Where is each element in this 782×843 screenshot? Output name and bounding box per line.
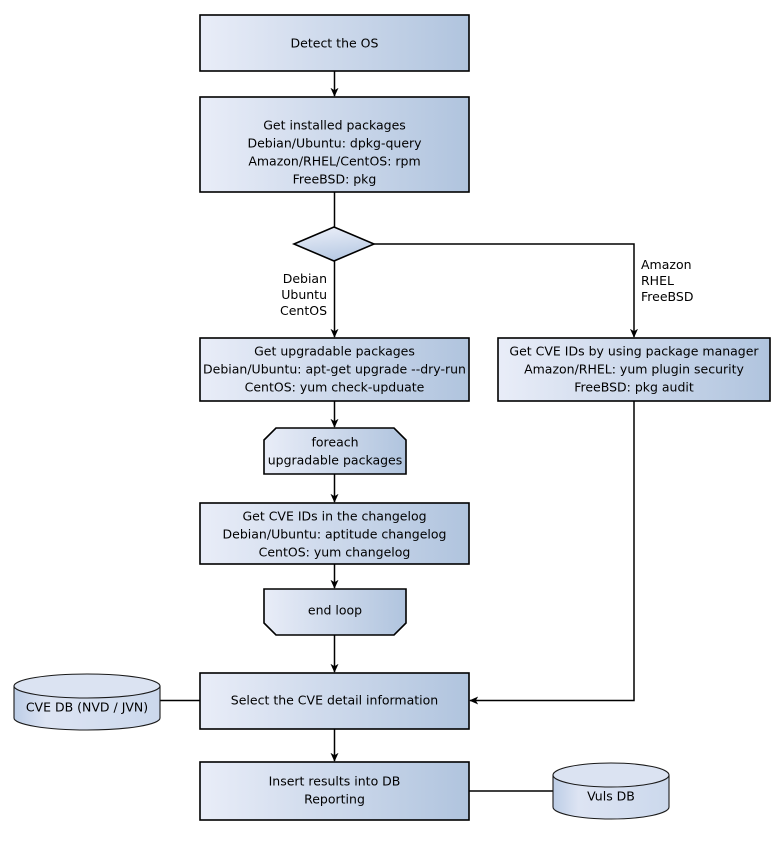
node-cve-db-top-ellipse — [13, 673, 161, 699]
node-insert-results[interactable]: Insert results into DB Reporting — [199, 761, 470, 821]
node-insert-results-line1: Insert results into DB — [269, 774, 401, 789]
node-cve-db-body — [13, 685, 161, 731]
node-foreach-loop-start[interactable]: foreach upgradable packages — [263, 427, 407, 475]
branch-label-right-line1: Amazon — [641, 257, 692, 272]
edge-labels-layer: Debian Ubuntu CentOS Amazon RHEL FreeBSD — [280, 257, 693, 318]
node-get-cve-ids-changelog-line2: Debian/Ubuntu: aptitude changelog — [223, 527, 447, 542]
node-get-cve-ids-changelog-line1: Get CVE IDs in the changelog — [242, 509, 426, 524]
node-vuls-db-label: Vuls DB — [587, 789, 635, 804]
branch-label-right-line3: FreeBSD — [641, 289, 693, 304]
node-get-cve-ids-package-manager-line1: Get CVE IDs by using package manager — [509, 344, 759, 359]
edge-decision-to-pkgmgr — [374, 243, 638, 338]
node-get-cve-ids-changelog-line3: CentOS: yum changelog — [259, 545, 411, 560]
branch-label-left-line2: Ubuntu — [281, 287, 327, 302]
node-get-upgradable-packages-line3: CentOS: yum check-upduate — [245, 380, 425, 395]
node-get-installed-packages-line3: Amazon/RHEL/CentOS: rpm — [248, 154, 420, 169]
node-get-cve-ids-changelog[interactable]: Get CVE IDs in the changelog Debian/Ubun… — [199, 502, 470, 565]
node-get-cve-ids-package-manager-line3: FreeBSD: pkg audit — [574, 380, 694, 395]
node-get-cve-ids-package-manager-shape — [497, 337, 771, 402]
node-get-installed-packages-line1: Get installed packages — [263, 118, 406, 133]
edges-layer — [160, 71, 638, 792]
branch-label-left-line3: CentOS — [280, 303, 327, 318]
node-get-installed-packages-shape — [199, 96, 470, 193]
node-get-upgradable-packages-line1: Get upgradable packages — [254, 344, 415, 359]
node-insert-results-line2: Reporting — [304, 792, 365, 807]
node-os-decision-shape — [291, 226, 377, 262]
node-end-loop[interactable]: end loop — [263, 588, 407, 636]
node-detect-os-shape — [199, 14, 470, 72]
node-get-upgradable-packages-line2: Debian/Ubuntu: apt-get upgrade --dry-run — [203, 362, 466, 377]
node-vuls-db[interactable]: Vuls DB — [552, 762, 670, 820]
node-foreach-loop-start-shape — [263, 427, 407, 475]
node-get-cve-ids-changelog-shape — [199, 502, 470, 565]
node-select-cve-detail-label: Select the CVE detail information — [231, 693, 438, 708]
branch-label-left-line1: Debian — [283, 271, 327, 286]
node-get-upgradable-packages[interactable]: Get upgradable packages Debian/Ubuntu: a… — [199, 337, 470, 402]
node-select-cve-detail[interactable]: Select the CVE detail information — [199, 672, 470, 730]
node-select-cve-detail-shape — [199, 672, 470, 730]
node-detect-os[interactable]: Detect the OS — [199, 14, 470, 72]
node-detect-os-label: Detect the OS — [291, 36, 379, 51]
node-os-decision[interactable] — [291, 226, 377, 262]
node-get-installed-packages-line2: Debian/Ubuntu: dpkg-query — [247, 136, 422, 151]
node-end-loop-shape — [263, 588, 407, 636]
edge-pkgmgr-to-select — [469, 401, 635, 705]
node-get-installed-packages-line4: FreeBSD: pkg — [293, 172, 377, 187]
node-get-upgradable-packages-shape — [199, 337, 470, 402]
node-end-loop-label: end loop — [308, 603, 362, 618]
node-get-cve-ids-package-manager-line2: Amazon/RHEL: yum plugin security — [524, 362, 744, 377]
node-cve-db[interactable]: CVE DB (NVD / JVN) — [13, 673, 161, 731]
node-vuls-db-top-ellipse — [552, 762, 670, 788]
node-get-installed-packages[interactable]: Get installed packages Debian/Ubuntu: dp… — [199, 96, 470, 193]
node-get-cve-ids-package-manager[interactable]: Get CVE IDs by using package manager Ama… — [497, 337, 771, 402]
node-foreach-loop-start-line1: foreach — [311, 435, 358, 450]
node-cve-db-label: CVE DB (NVD / JVN) — [26, 700, 148, 715]
node-foreach-loop-start-line2: upgradable packages — [268, 453, 403, 468]
branch-label-right-line2: RHEL — [641, 273, 674, 288]
node-insert-results-shape — [199, 761, 470, 821]
node-vuls-db-body — [552, 774, 670, 820]
